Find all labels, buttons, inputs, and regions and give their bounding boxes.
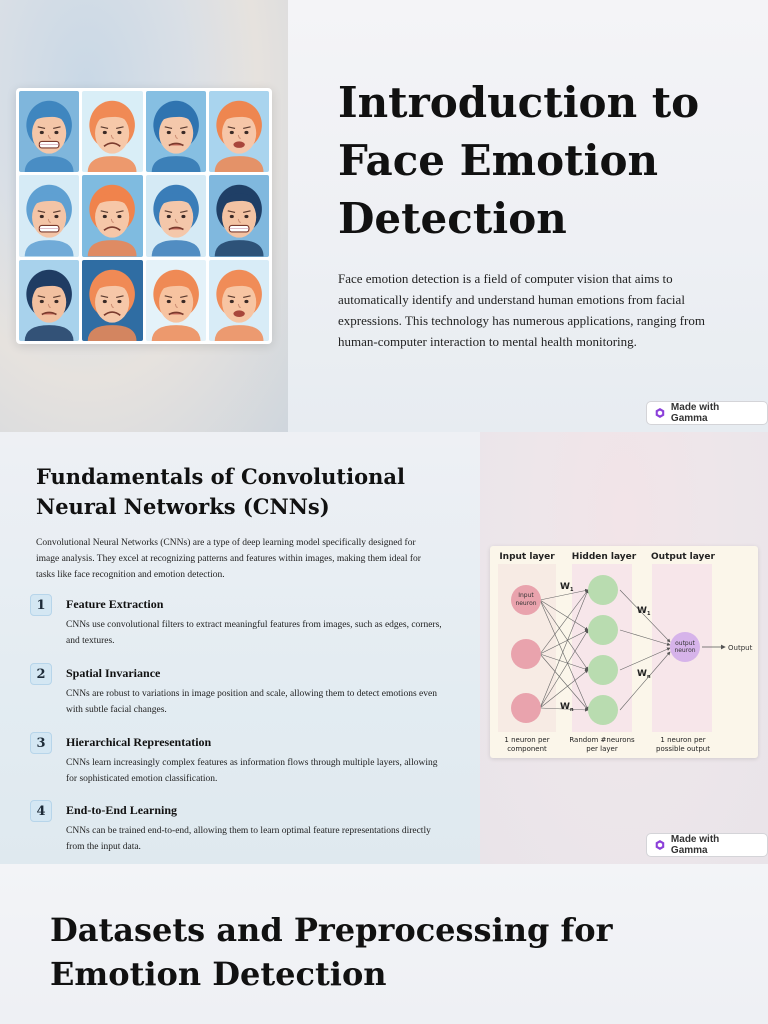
weight-label: W1 (637, 606, 651, 617)
output-neuron-label: output (675, 640, 695, 647)
feature-number-badge: 1 (30, 594, 52, 616)
hidden-caption: Random #neurons (569, 736, 635, 744)
hidden-neuron (588, 615, 618, 645)
hidden-neuron (588, 655, 618, 685)
emotion-face (208, 259, 269, 341)
feature-title: Hierarchical Representation (66, 735, 212, 749)
slide-body-text: Face emotion detection is a field of com… (338, 271, 705, 349)
feature-number-badge: 2 (30, 663, 52, 685)
input-neuron (511, 693, 541, 723)
feature-description: CNNs are robust to variations in image p… (66, 689, 437, 715)
emotion-face (208, 91, 269, 173)
slide-cnn-fundamentals: Fundamentals of Convolutional Neural Net… (0, 432, 768, 864)
hidden-layer-label: Hidden layer (572, 552, 637, 562)
slide-intro: Introduction to Face Emotion Detection F… (0, 0, 768, 432)
neural-network-diagram: Input layer Hidden layer Output layer (490, 546, 758, 758)
input-neuron-label: neuron (515, 600, 536, 607)
emotion-face (82, 175, 143, 257)
gamma-logo-icon (655, 408, 665, 418)
output-neuron (670, 632, 700, 662)
emotion-face (19, 91, 80, 173)
feature-description: CNNs use convolutional filters to extrac… (66, 620, 442, 646)
weight-label: Wn (637, 669, 651, 680)
input-caption: 1 neuron per (504, 736, 549, 744)
input-layer-label: Input layer (499, 552, 555, 562)
feature-title: Feature Extraction (66, 597, 164, 611)
badge-label: Made with Gamma (670, 402, 720, 424)
slide-datasets: Datasets and Preprocessing for Emotion D… (0, 864, 768, 1024)
input-neuron (511, 585, 541, 615)
output-neuron-label: neuron (674, 647, 695, 654)
emotion-face (19, 259, 80, 341)
hidden-neuron (588, 695, 618, 725)
emotion-face (82, 91, 143, 173)
output-label: Output (728, 644, 753, 652)
output-caption: 1 neuron per (660, 736, 705, 744)
slide-title: Fundamentals of Convolutional Neural Net… (36, 464, 405, 519)
made-with-gamma-badge[interactable]: Made with Gamma (646, 401, 768, 425)
feature-description: CNNs can be trained end-to-end, allowing… (66, 826, 431, 852)
made-with-gamma-badge[interactable]: Made with Gamma (646, 833, 768, 857)
badge-label: Made with Gamma (670, 834, 720, 856)
emotion-faces-illustration (16, 88, 272, 344)
emotion-face (145, 259, 206, 341)
weight-label: W1 (560, 582, 574, 593)
emotion-face (145, 91, 206, 173)
input-caption: component (507, 745, 547, 753)
feature-number-badge: 4 (30, 800, 52, 822)
hidden-output-connections (619, 589, 671, 711)
feature-title: Spatial Invariance (66, 666, 161, 680)
slide-title: Introduction to Face Emotion Detection (338, 78, 700, 243)
neural-network-svg: Input layer Hidden layer Output layer (498, 552, 753, 753)
emotion-face (19, 175, 80, 257)
input-neuron (511, 639, 541, 669)
input-neuron-label: Input (518, 592, 534, 599)
emotion-face (208, 175, 269, 257)
output-layer-label: Output layer (651, 552, 715, 562)
output-caption: possible output (656, 745, 710, 753)
slide-image-panel (0, 0, 288, 432)
hidden-caption: per layer (586, 745, 618, 753)
input-hidden-connections (539, 588, 589, 712)
hidden-neuron (588, 575, 618, 605)
feature-number-badge: 3 (30, 732, 52, 754)
slide-title: Datasets and Preprocessing for Emotion D… (50, 911, 613, 993)
feature-title: End-to-End Learning (66, 803, 178, 817)
gamma-logo-icon (655, 840, 665, 850)
emotion-face (82, 259, 143, 341)
slide-intro-text: Convolutional Neural Networks (CNNs) are… (36, 538, 421, 580)
weight-label: Wn (560, 702, 574, 713)
emotion-face (145, 175, 206, 257)
feature-description: CNNs learn increasingly complex features… (66, 758, 438, 784)
